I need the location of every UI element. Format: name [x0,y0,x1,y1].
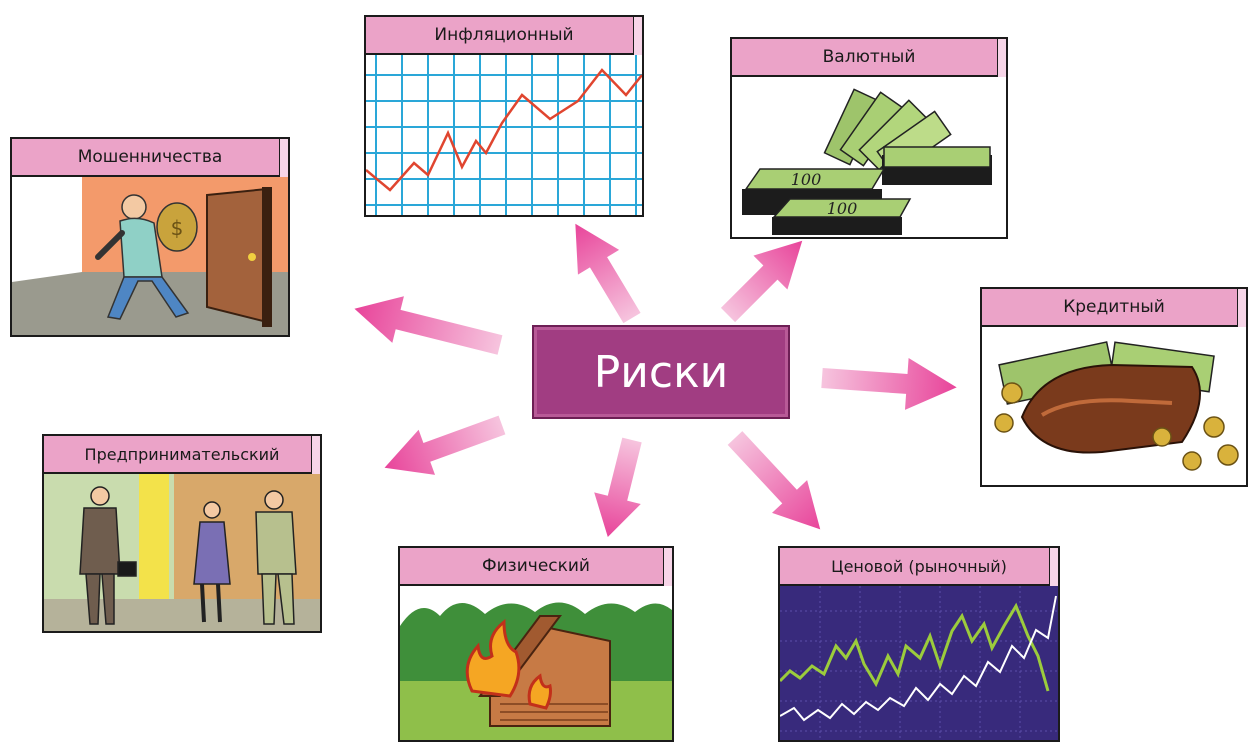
market-line-white [780,595,1057,722]
banknote-denomination-2: 100 [827,199,858,218]
arrow-to-inflation [575,223,641,324]
banknote-denomination-1: 100 [791,170,822,189]
burning-house-image [400,586,672,740]
card-credit-title: Кредитный [982,289,1246,327]
card-credit: Кредитный [980,287,1248,487]
svg-text:$: $ [171,216,184,240]
card-fraud: Мошенничества $ [10,137,290,337]
inflation-trend-line [366,68,642,192]
arrow-to-currency [720,240,803,323]
arrow-to-price [727,431,821,530]
market-chart-image [780,586,1058,740]
card-inflation-title: Инфляционный [366,17,642,55]
center-label: Риски [593,346,729,398]
card-currency-title: Валютный [732,39,1006,77]
fraud-thief-image: $ [12,177,288,335]
arrow-to-fraud [354,296,503,355]
card-entrepreneurial-title: Предпринимательский [44,436,320,474]
arrow-to-entrepreneurial [384,415,506,475]
card-physical: Физический [398,546,674,742]
card-physical-title: Физический [400,548,672,586]
card-price: Ценовой (рыночный) [778,546,1060,742]
card-currency: Валютный 100 100 [730,37,1008,239]
arrow-to-credit [821,357,957,410]
banknotes-image: 100 100 [732,77,1006,237]
card-fraud-title: Мошенничества [12,139,288,177]
business-people-image [44,474,320,631]
card-price-title: Ценовой (рыночный) [780,548,1058,586]
card-entrepreneurial: Предпринимательский [42,434,322,633]
wallet-image [982,327,1246,485]
center-risks-box: Риски [532,325,790,419]
card-inflation: Инфляционный [364,15,644,217]
inflation-chart-image [366,55,642,215]
market-line-green [780,602,1050,692]
arrow-to-physical [594,437,642,538]
